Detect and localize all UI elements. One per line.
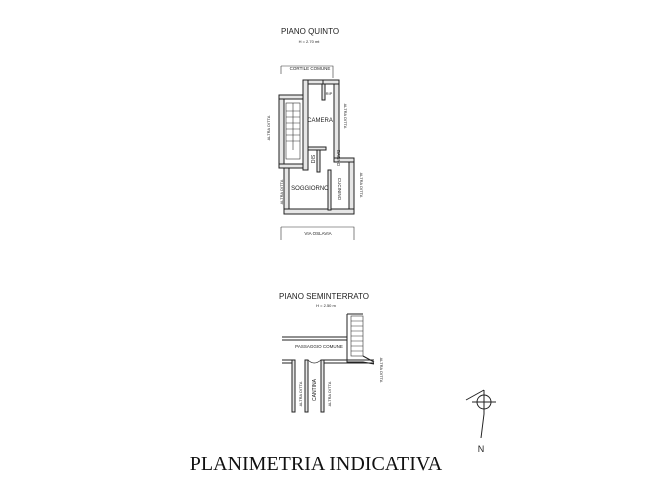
cantina-door — [307, 359, 322, 364]
lower-floor-height: H = 2.50 m — [316, 303, 336, 308]
wall-bottom — [283, 208, 355, 215]
street-boundary — [280, 226, 355, 240]
street-label: VIA OSLAVIA — [304, 231, 331, 236]
passage-bottom-wall-right — [324, 359, 374, 364]
altra-ditta-left-lower: ALTRA DITTA — [279, 179, 284, 204]
cantina-wall-left — [291, 359, 296, 413]
altra-ditta-cantina-right: ALTRA DITTA — [327, 381, 332, 406]
cantina-wall-right — [320, 359, 325, 413]
basement-stairs — [346, 313, 375, 365]
cantina-wall-mid — [304, 359, 309, 413]
wall-right-upper — [333, 79, 340, 161]
altra-ditta-cantina-left: ALTRA DITTA — [298, 381, 303, 406]
wall-kitchen-div — [327, 169, 332, 211]
wall-right-lower — [348, 159, 355, 213]
wall-step-right — [333, 157, 355, 163]
north-compass: N — [465, 389, 496, 454]
room-cucinino-label: CUCININO — [337, 178, 342, 201]
altra-ditta-basement-right: ALTRA DITTA — [379, 358, 384, 383]
wall-rip-top — [322, 79, 340, 85]
upper-floor-plan: PIANO QUINTO H = 2.70 mt CORTILE COMUNE … — [266, 27, 364, 240]
stairwell — [285, 102, 301, 160]
room-camera-label: CAMERA — [307, 118, 333, 124]
wall-dis-div — [316, 149, 321, 173]
wall-left-stair — [278, 94, 285, 168]
altra-ditta-right-upper: ALTRA DITTA — [343, 104, 348, 129]
courtyard-label: CORTILE COMUNE — [290, 66, 331, 71]
room-rip-label: RIP — [326, 91, 333, 96]
room-dis-label: DIS — [311, 154, 317, 163]
north-arrow — [465, 389, 485, 439]
upper-floor-title: PIANO QUINTO — [281, 27, 339, 36]
passage-bottom-wall-left — [282, 359, 292, 364]
lower-floor-plan: PIANO SEMINTERRATO H = 2.50 m PASSAGGIO … — [279, 292, 384, 413]
lower-floor-title: PIANO SEMINTERRATO — [279, 292, 369, 301]
plan-footer-title: PLANIMETRIA INDICATIVA — [190, 453, 443, 475]
courtyard-boundary — [280, 65, 334, 78]
wall-stair-bottom — [278, 163, 304, 169]
wall-camera-left — [302, 79, 309, 171]
upper-floor-height: H = 2.70 mt — [299, 39, 321, 44]
altra-ditta-left-upper: ALTRA DITTA — [266, 115, 271, 140]
cantina-label: CANTINA — [312, 378, 318, 401]
wall-rip-div — [321, 83, 326, 101]
room-bagno-label: BAGNO — [336, 150, 341, 167]
compass-north-label: N — [478, 444, 485, 454]
wall-top-left — [278, 94, 304, 100]
passage-label: PASSAGGIO COMUNE — [295, 344, 343, 349]
wall-left-lower — [283, 165, 290, 213]
altra-ditta-right-lower: ALTRA DITTA — [359, 173, 364, 198]
room-soggiorno-label: SOGGIORNO — [291, 186, 329, 192]
